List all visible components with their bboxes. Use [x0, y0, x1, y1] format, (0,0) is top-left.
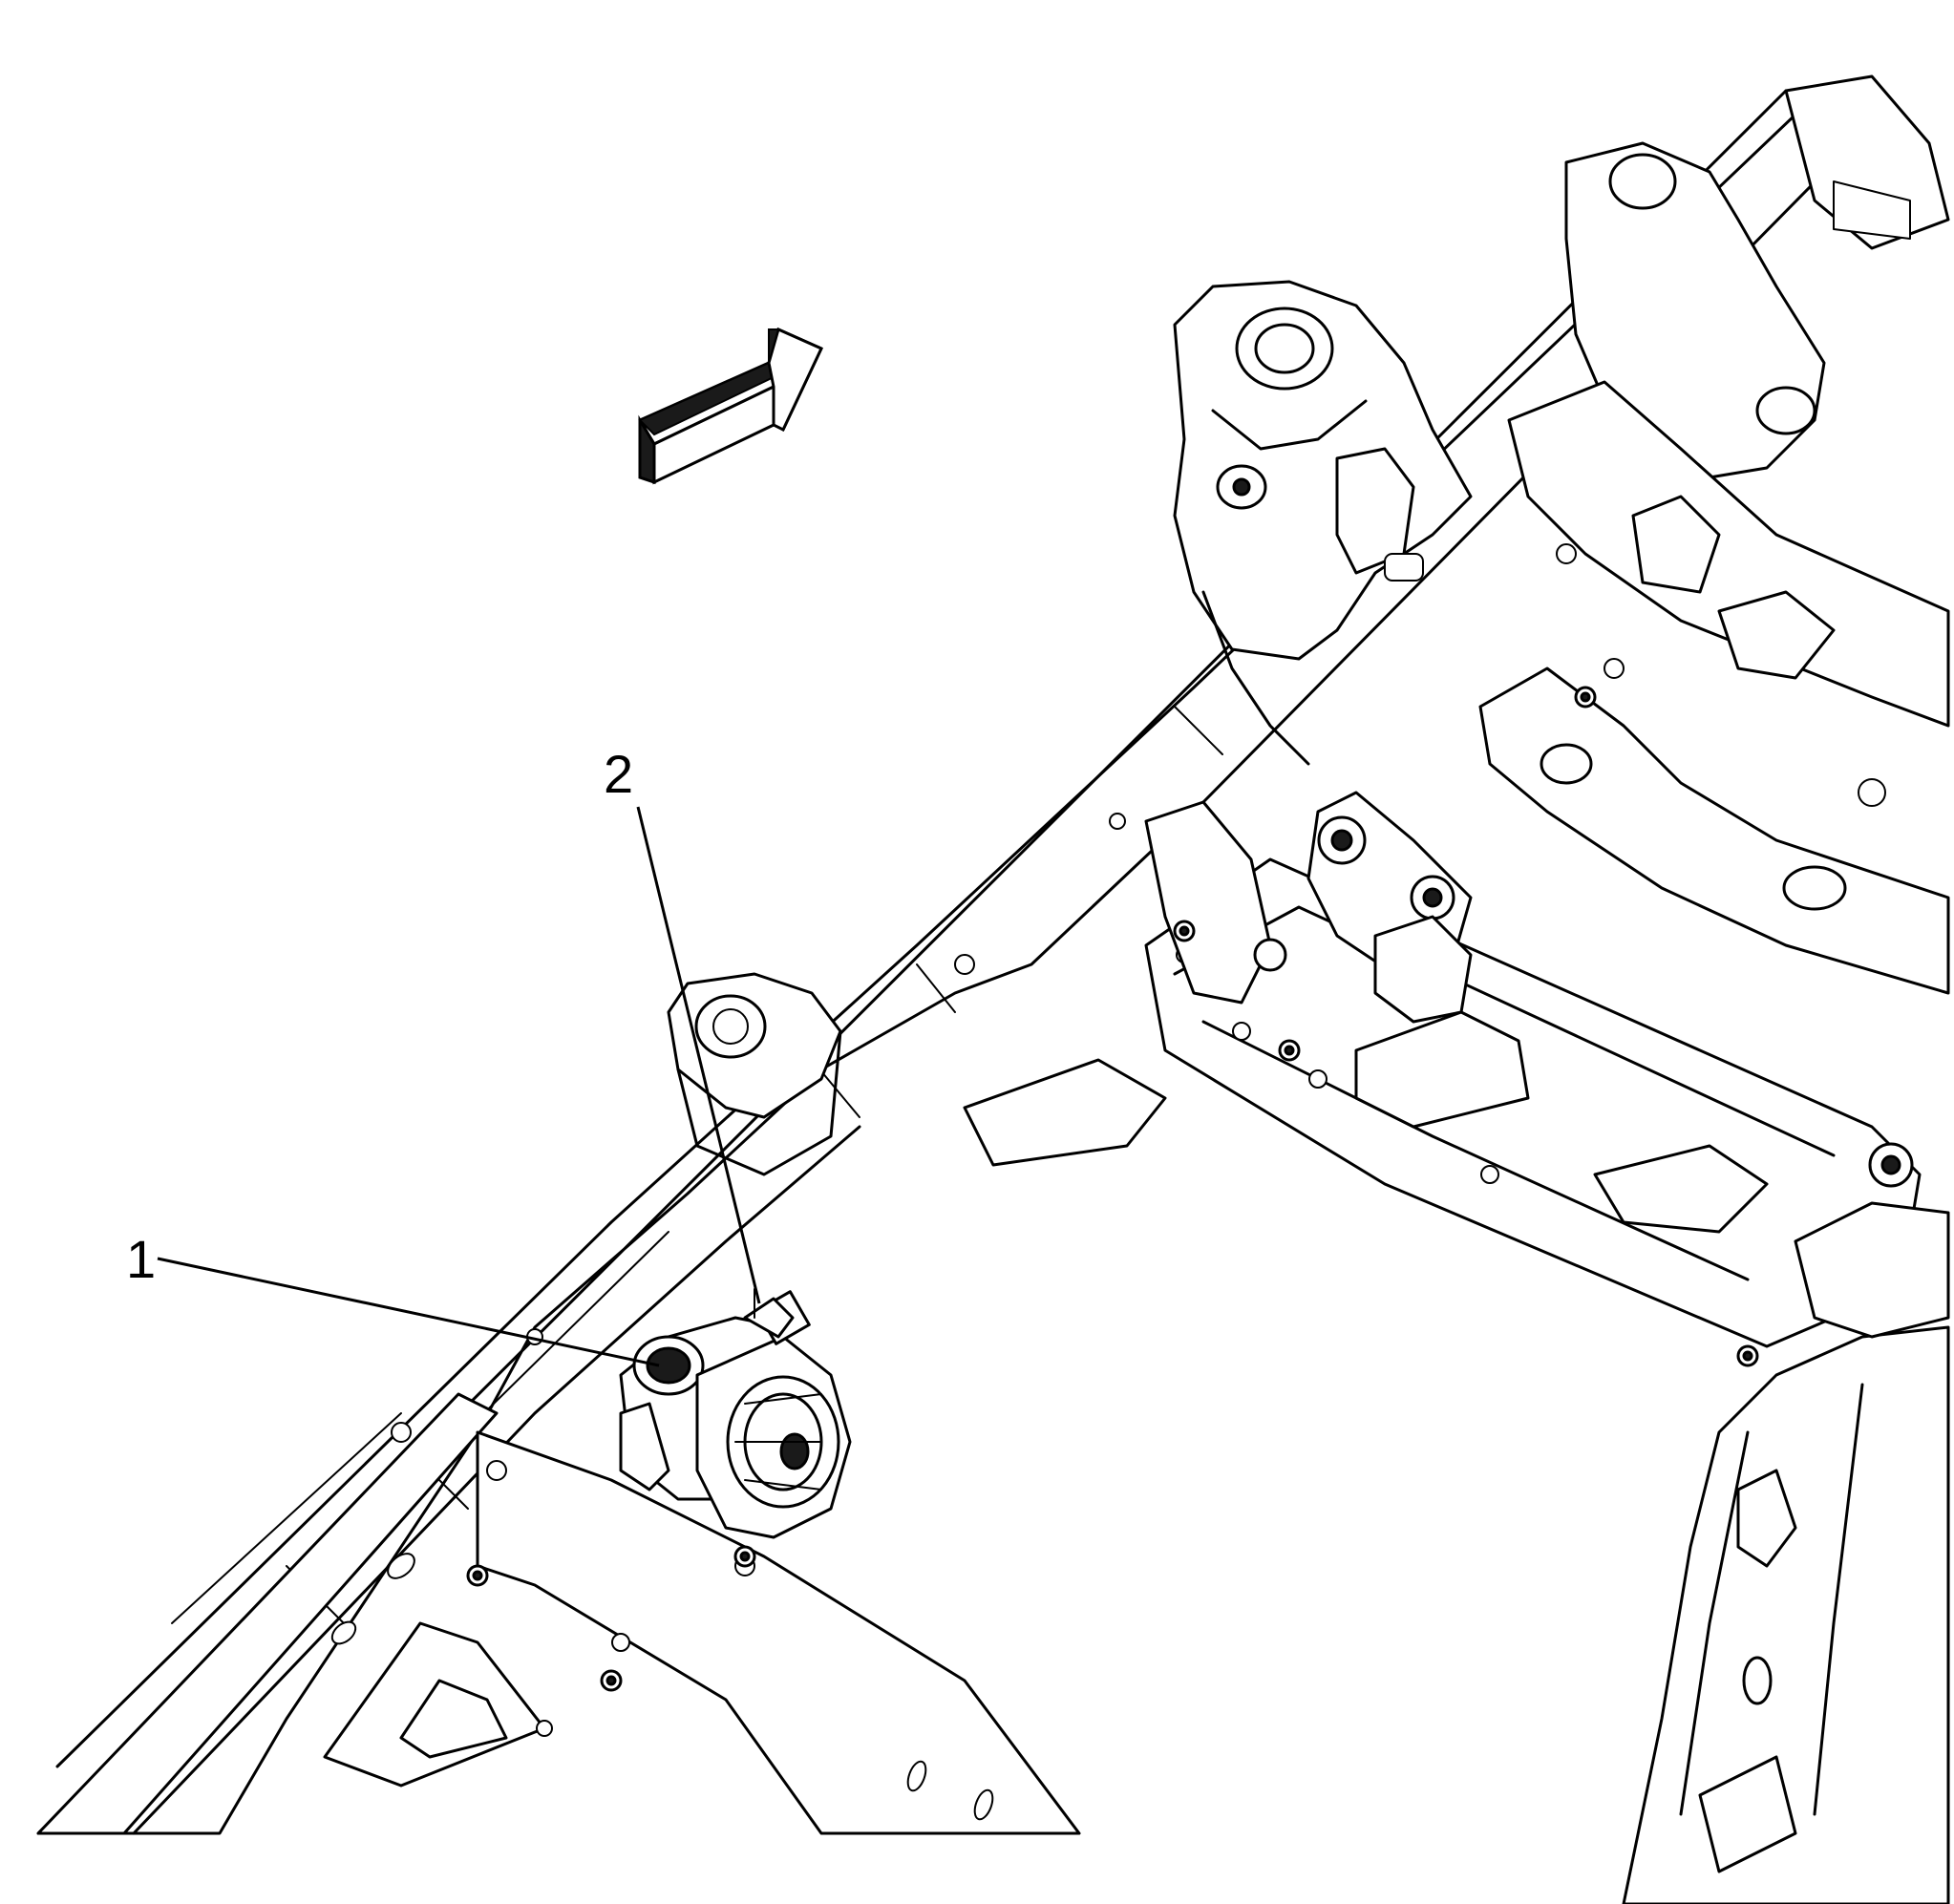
- upper-shock-tower: [1173, 280, 1473, 766]
- callout-1-label: 1: [126, 1229, 156, 1289]
- callout-2-leader: [636, 806, 761, 1304]
- lower-mount-pad: [667, 972, 842, 1176]
- callout-1-leader: [157, 1257, 660, 1367]
- connector-bracket: [743, 1288, 795, 1339]
- callout-2-label: 2: [604, 744, 633, 804]
- callout-leaders: [157, 806, 761, 1367]
- vehicle-frame: [36, 74, 1950, 1904]
- front-of-vehicle-arrow-icon: [638, 327, 824, 485]
- right-vertical-rail: [1622, 1142, 1950, 1904]
- bolt-heads: [466, 686, 1759, 1692]
- center-crossmember: [963, 857, 1922, 1348]
- upper-right-frame: [1478, 74, 1950, 995]
- mid-brackets: [1144, 791, 1473, 1024]
- actuator-assembly: [619, 1290, 852, 1539]
- outer-lower-rail: [36, 1392, 1081, 1835]
